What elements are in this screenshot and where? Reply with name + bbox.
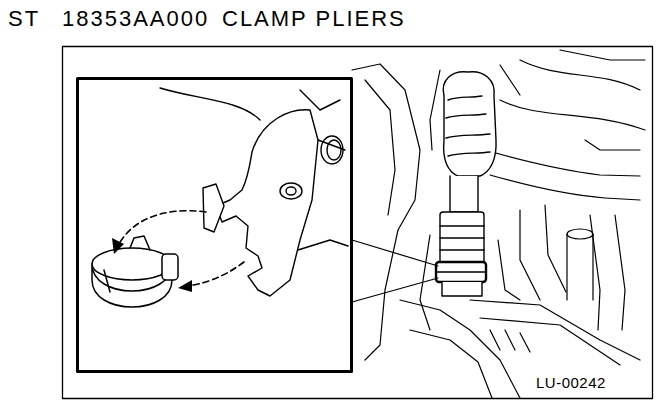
engine-parts [352,50,645,398]
arrowheads [112,238,192,292]
tool-number: 18353AA000 [62,8,209,30]
detail-leader [352,240,438,302]
tool-prefix: ST [8,8,40,30]
inset-bracket [160,88,348,296]
outer-frame [63,47,653,399]
detail-inset [78,79,352,372]
pliers-in-hand [436,72,496,296]
hose-clamp [92,236,178,307]
figure-code: LU-00242 [536,375,606,390]
tool-name: CLAMP PLIERS [222,8,406,30]
fitting-arrows [118,211,244,286]
